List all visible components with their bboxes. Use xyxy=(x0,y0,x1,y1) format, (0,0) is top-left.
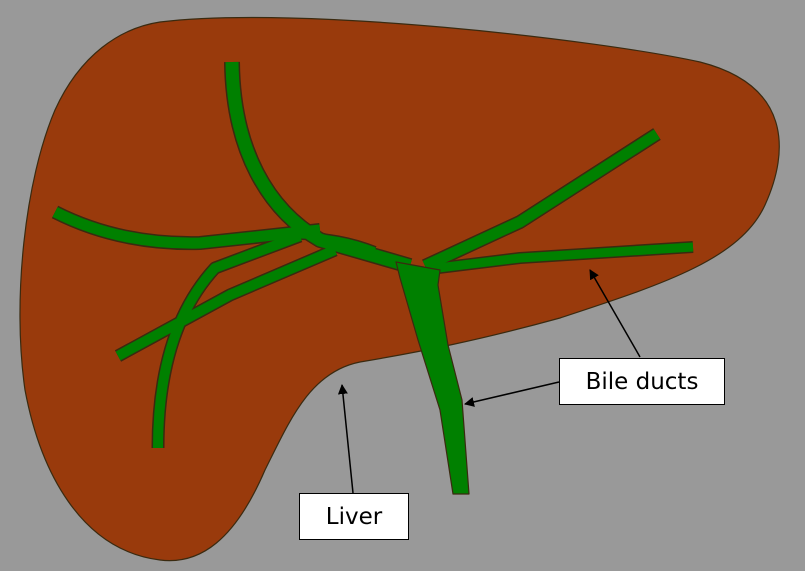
liver-label: Liver xyxy=(299,493,409,540)
bile-ducts-label: Bile ducts xyxy=(559,358,725,405)
pointer-arrows xyxy=(337,269,641,494)
liver-shape xyxy=(19,16,780,562)
arrow-liver xyxy=(337,384,354,494)
bile-ducts xyxy=(51,61,694,495)
arrow-bile-ducts-right xyxy=(589,269,641,358)
arrow-bile-ducts-trunk xyxy=(464,381,560,407)
common-bile-duct xyxy=(395,261,470,495)
